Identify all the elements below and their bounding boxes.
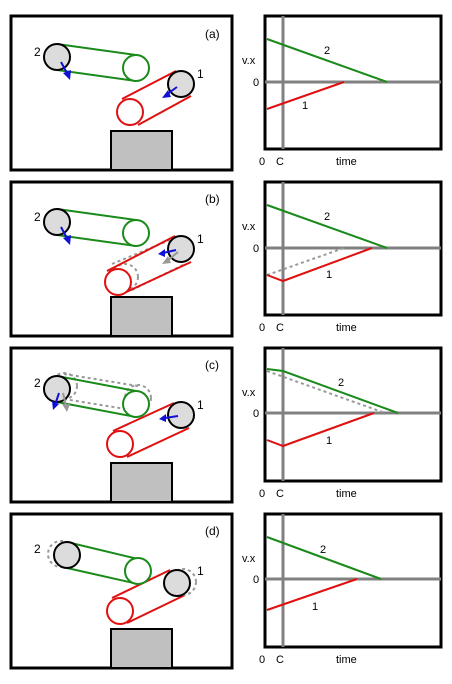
velocity-graph-a: v.x 0 0 C time 2 1 [242,14,443,168]
link-1-red [106,402,190,458]
base-block [110,628,173,669]
link-1-red [104,235,192,296]
robot-panel-b: (b) 2 1 [9,180,234,338]
robot-panel-a: (a) 2 1 [9,14,234,172]
joint-2-pulley [43,43,71,71]
velocity-arrow-1 [162,86,178,98]
curve-2 [266,38,388,83]
curve-2 [266,536,382,580]
curve-label-2: 2 [324,211,330,223]
joint-1-pulley [167,70,195,98]
row-b: (b) 2 1 v.x 0 0 C time 2 1 [9,180,443,338]
panel-tag: (b) [205,192,220,206]
arm-label-2: 2 [34,210,41,224]
robot-panel-d: (d) 2 1 [9,512,234,670]
joint-2-pulley [53,541,81,569]
zero-label: 0 [253,574,259,586]
origin-label: 0 [259,654,265,666]
arm-label-2: 2 [34,542,41,556]
base-block [110,296,173,337]
curve-label-1: 1 [312,601,318,613]
ghost-arrow-1 [162,251,179,264]
arm-label-1: 1 [197,564,204,578]
y-axis-label: v.x [242,221,256,233]
zero-label: 0 [253,77,259,89]
arm-label-1: 1 [197,67,204,81]
velocity-graph-b: v.x 0 0 C time 2 1 [242,180,443,334]
base-block [110,130,173,171]
link-1-red [116,70,192,126]
link-2-green [66,541,152,585]
ghost-arrow-2 [62,392,70,412]
origin-label: 0 [259,488,265,500]
curve-1-previous-dotted [266,247,345,276]
velocity-arrow-2 [52,392,60,410]
x-axis-label: time [336,488,357,500]
robot-panel-c: (c) 2 1 [9,346,234,504]
panel-tag: (c) [205,358,219,372]
velocity-arrow-1 [159,414,179,422]
velocity-graph-c: v.x 0 0 C time 2 1 [242,346,443,500]
curve-label-1: 1 [326,269,332,281]
curve-label-1: 1 [302,100,308,112]
curve-2 [266,204,388,249]
curve-1 [266,81,345,110]
joint-1-pulley [163,569,191,597]
arm-label-1: 1 [197,398,204,412]
base-block [110,462,173,503]
joint-2-pulley [43,208,71,236]
c-label: C [276,156,284,168]
curve-label-2: 2 [324,45,330,57]
c-label: C [276,654,284,666]
x-axis-label: time [336,654,357,666]
c-label: C [276,488,284,500]
arm-label-2: 2 [34,45,41,59]
joint-1-pulley [167,401,195,429]
x-axis-label: time [336,322,357,334]
y-axis-label: v.x [242,553,256,565]
velocity-arrow-2 [60,61,71,80]
curve-1 [266,247,373,283]
link-2-green [56,43,150,82]
arm-label-1: 1 [197,232,204,246]
row-d: (d) 2 1 v.x 0 0 C time 2 1 [9,512,443,670]
row-c: (c) 2 1 v.x 0 0 C time 2 1 [9,346,443,504]
velocity-arrow-2 [60,226,71,245]
x-axis-label: time [336,156,357,168]
curve-label-1: 1 [326,435,332,447]
curve-2 [266,368,399,414]
y-axis-label: v.x [242,387,256,399]
link-2-green [56,208,150,247]
y-axis-label: v.x [242,55,256,67]
panel-tag: (a) [205,27,220,41]
link-2-green [56,375,150,418]
origin-label: 0 [259,322,265,334]
curve-1 [266,412,375,448]
panel-tag: (d) [205,524,220,538]
curve-label-2: 2 [338,377,344,389]
curve-label-2: 2 [320,544,326,556]
curve-2-previous-dotted [266,370,386,414]
origin-label: 0 [259,156,265,168]
arm-label-2: 2 [34,376,41,390]
curve-1 [266,578,358,611]
velocity-graph-d: v.x 0 0 C time 2 1 [242,512,443,666]
velocity-arrow-1 [158,249,177,257]
c-label: C [276,322,284,334]
row-a: (a) 2 1 v.x 0 0 C time 2 1 [9,14,443,172]
zero-label: 0 [253,408,259,420]
zero-label: 0 [253,243,259,255]
